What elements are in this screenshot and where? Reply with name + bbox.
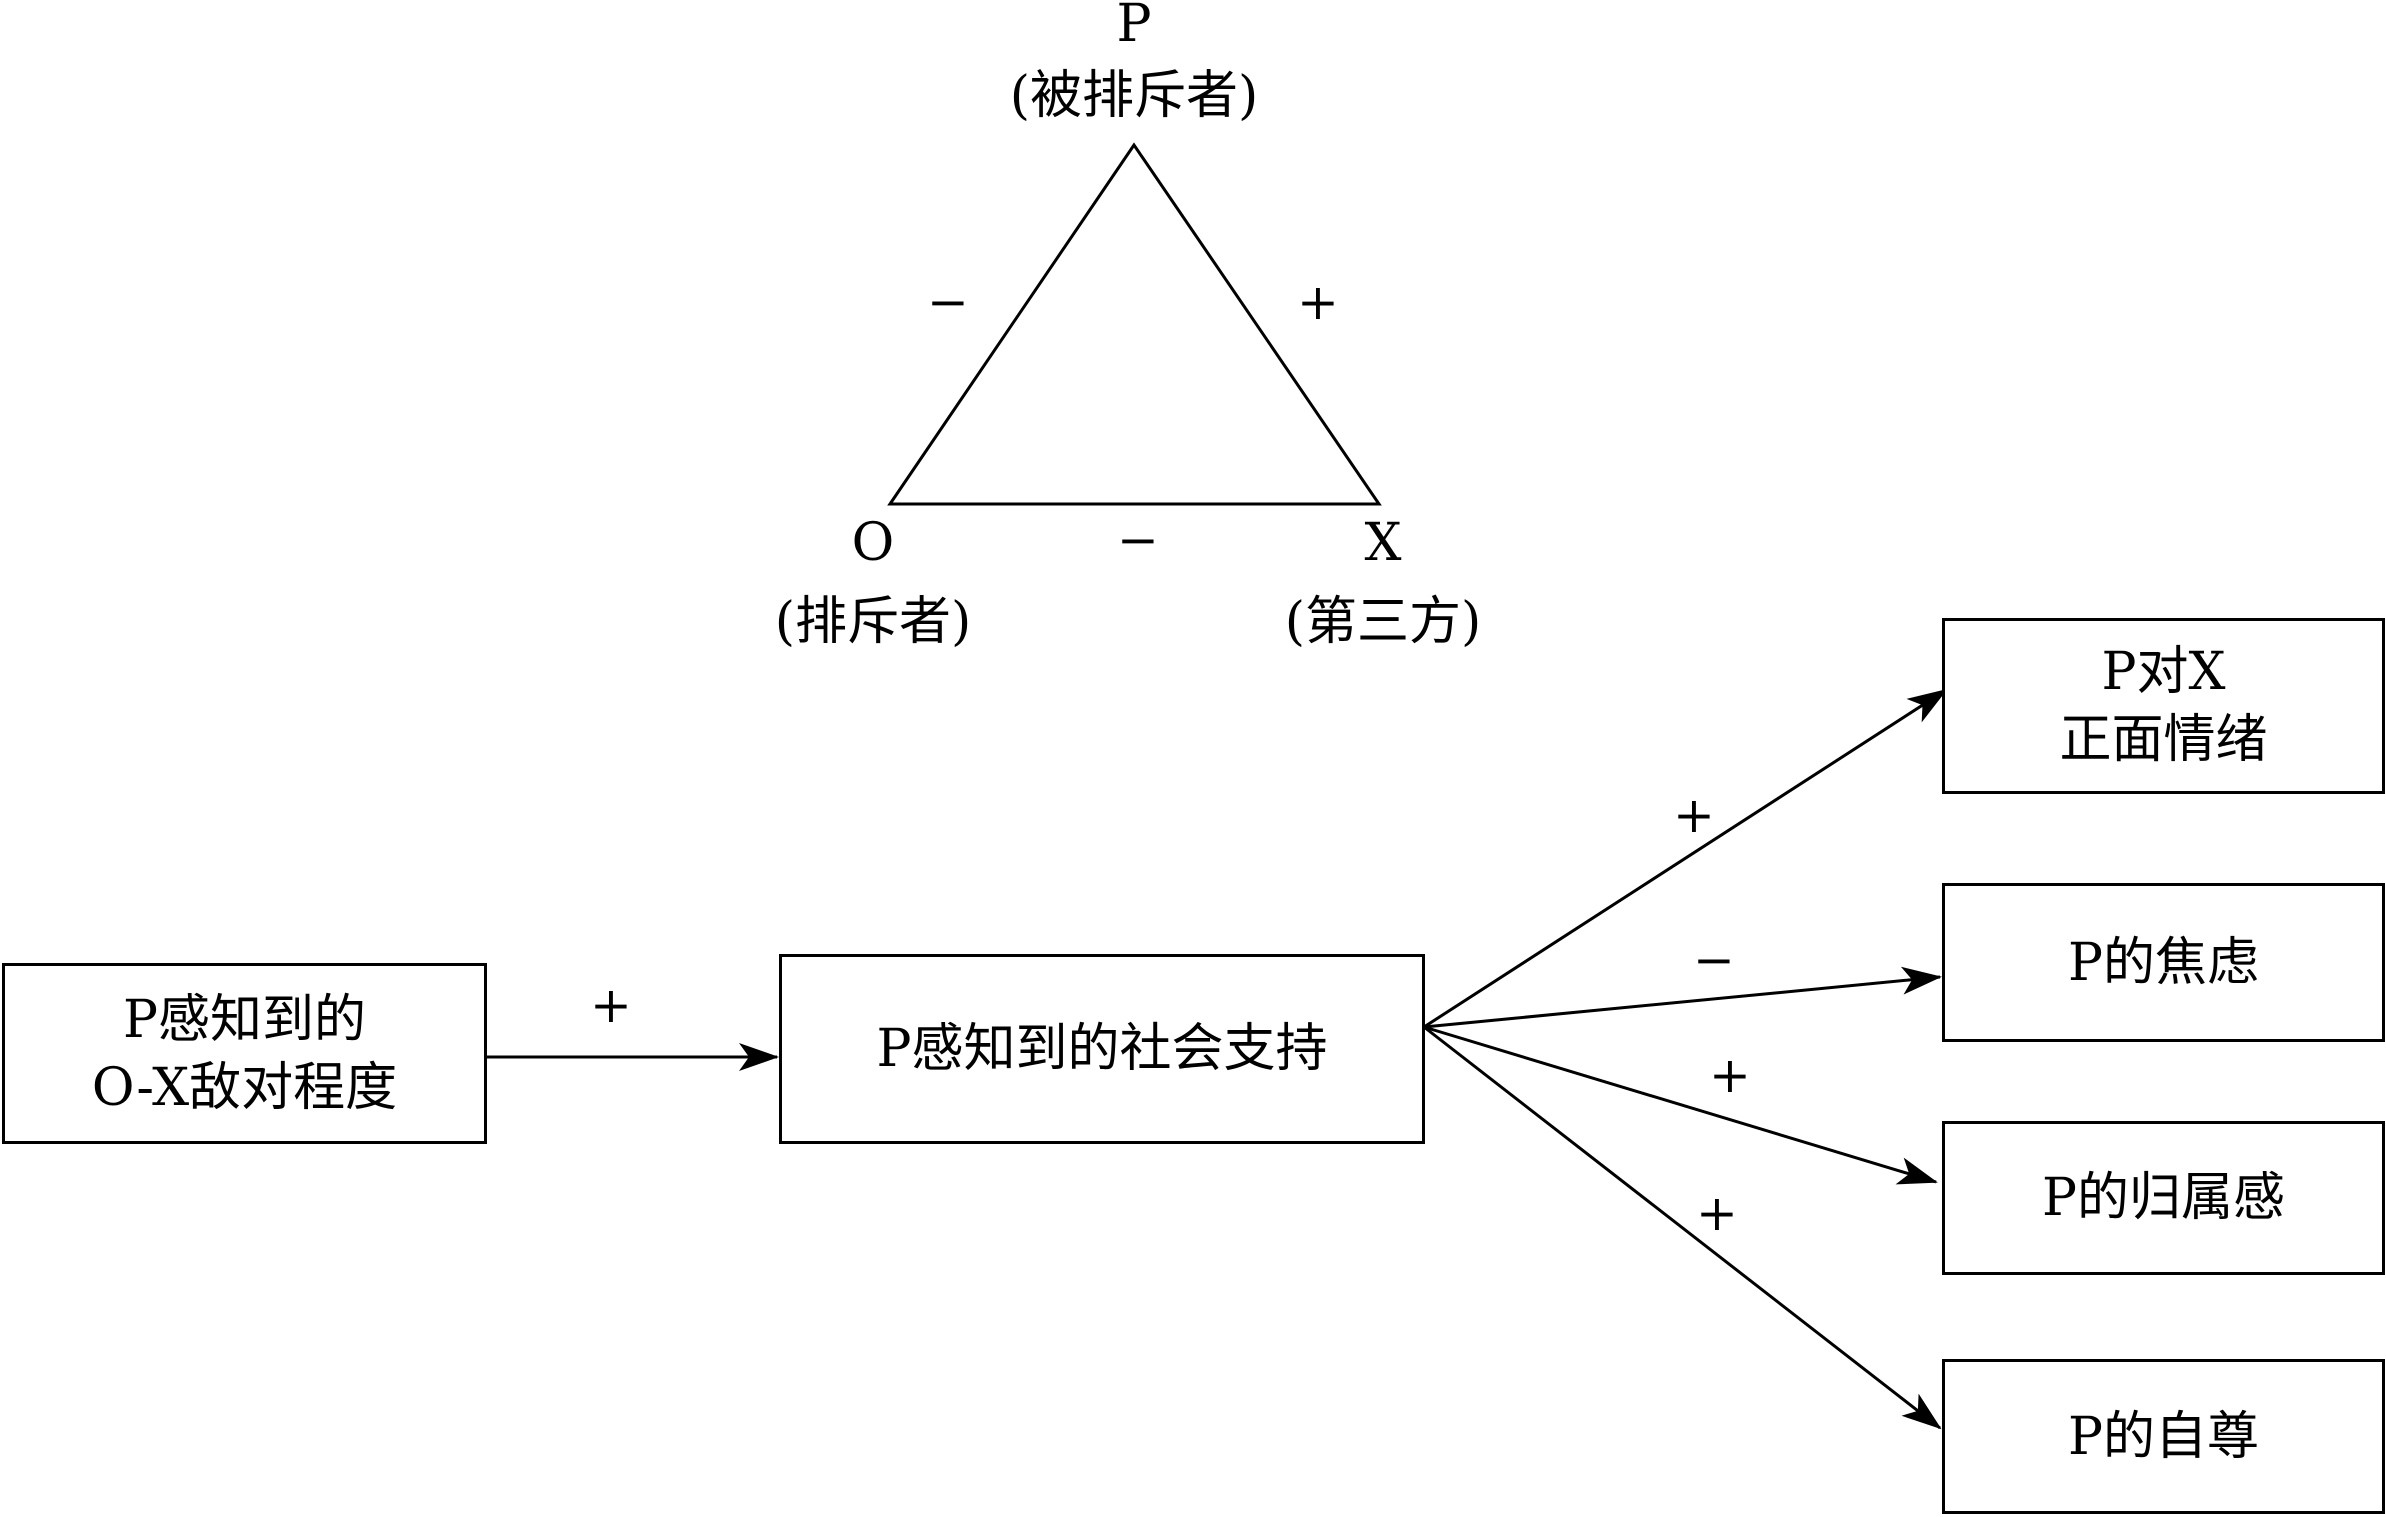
edge-sign-px: + (1297, 273, 1339, 331)
vertex-o-role: (排斥者) (774, 592, 972, 652)
sign-outcome-anxiety: − (1693, 931, 1735, 989)
mediator-box-label: P感知到的社会支持 (876, 1019, 1328, 1079)
sign-input-to-mediator: + (590, 976, 632, 1034)
vertex-p-role: (被排斥者) (1009, 66, 1259, 126)
outcome-box-label: P的归属感 (2042, 1168, 2285, 1228)
outcome-box-label: P的焦虑 (2068, 932, 2259, 993)
outcome-box-anxiety: P的焦虑 (1942, 883, 2385, 1042)
outcome-box-positive-emotion: P对X 正面情绪 (1942, 618, 2385, 794)
sign-outcome-positive-emotion: + (1673, 786, 1715, 844)
input-box-line1: P感知到的 (123, 989, 366, 1050)
vertex-x-role: (第三方) (1284, 592, 1482, 652)
outcome-box-label: P的自尊 (2068, 1406, 2259, 1467)
balance-triangle (887, 142, 1382, 506)
mediator-box-social-support: P感知到的社会支持 (779, 954, 1425, 1144)
vertex-p-letter: P (1116, 0, 1152, 54)
vertex-o-letter: O (851, 513, 895, 573)
arrow-to-self-esteem (1423, 1025, 1942, 1430)
arrow-to-belonging (1423, 1025, 1938, 1185)
outcome-box-self-esteem: P的自尊 (1942, 1359, 2385, 1514)
outcome-box-line1: P对X (2101, 642, 2226, 702)
outcome-box-belonging: P的归属感 (1942, 1121, 2385, 1275)
sign-outcome-self-esteem: + (1696, 1184, 1738, 1242)
input-box-perceived-hostility: P感知到的 O-X敌对程度 (2, 963, 487, 1144)
outcome-box-line2: 正面情绪 (2059, 710, 2268, 770)
edge-sign-ox: − (1117, 511, 1159, 569)
arrow-to-anxiety (1423, 966, 1942, 1029)
sign-outcome-belonging: + (1709, 1046, 1751, 1104)
arrow-to-positive-emotion (1423, 688, 1948, 1029)
input-box-line2: O-X敌对程度 (91, 1057, 398, 1118)
vertex-x-letter: X (1364, 513, 1402, 573)
edge-sign-po: − (927, 273, 969, 331)
